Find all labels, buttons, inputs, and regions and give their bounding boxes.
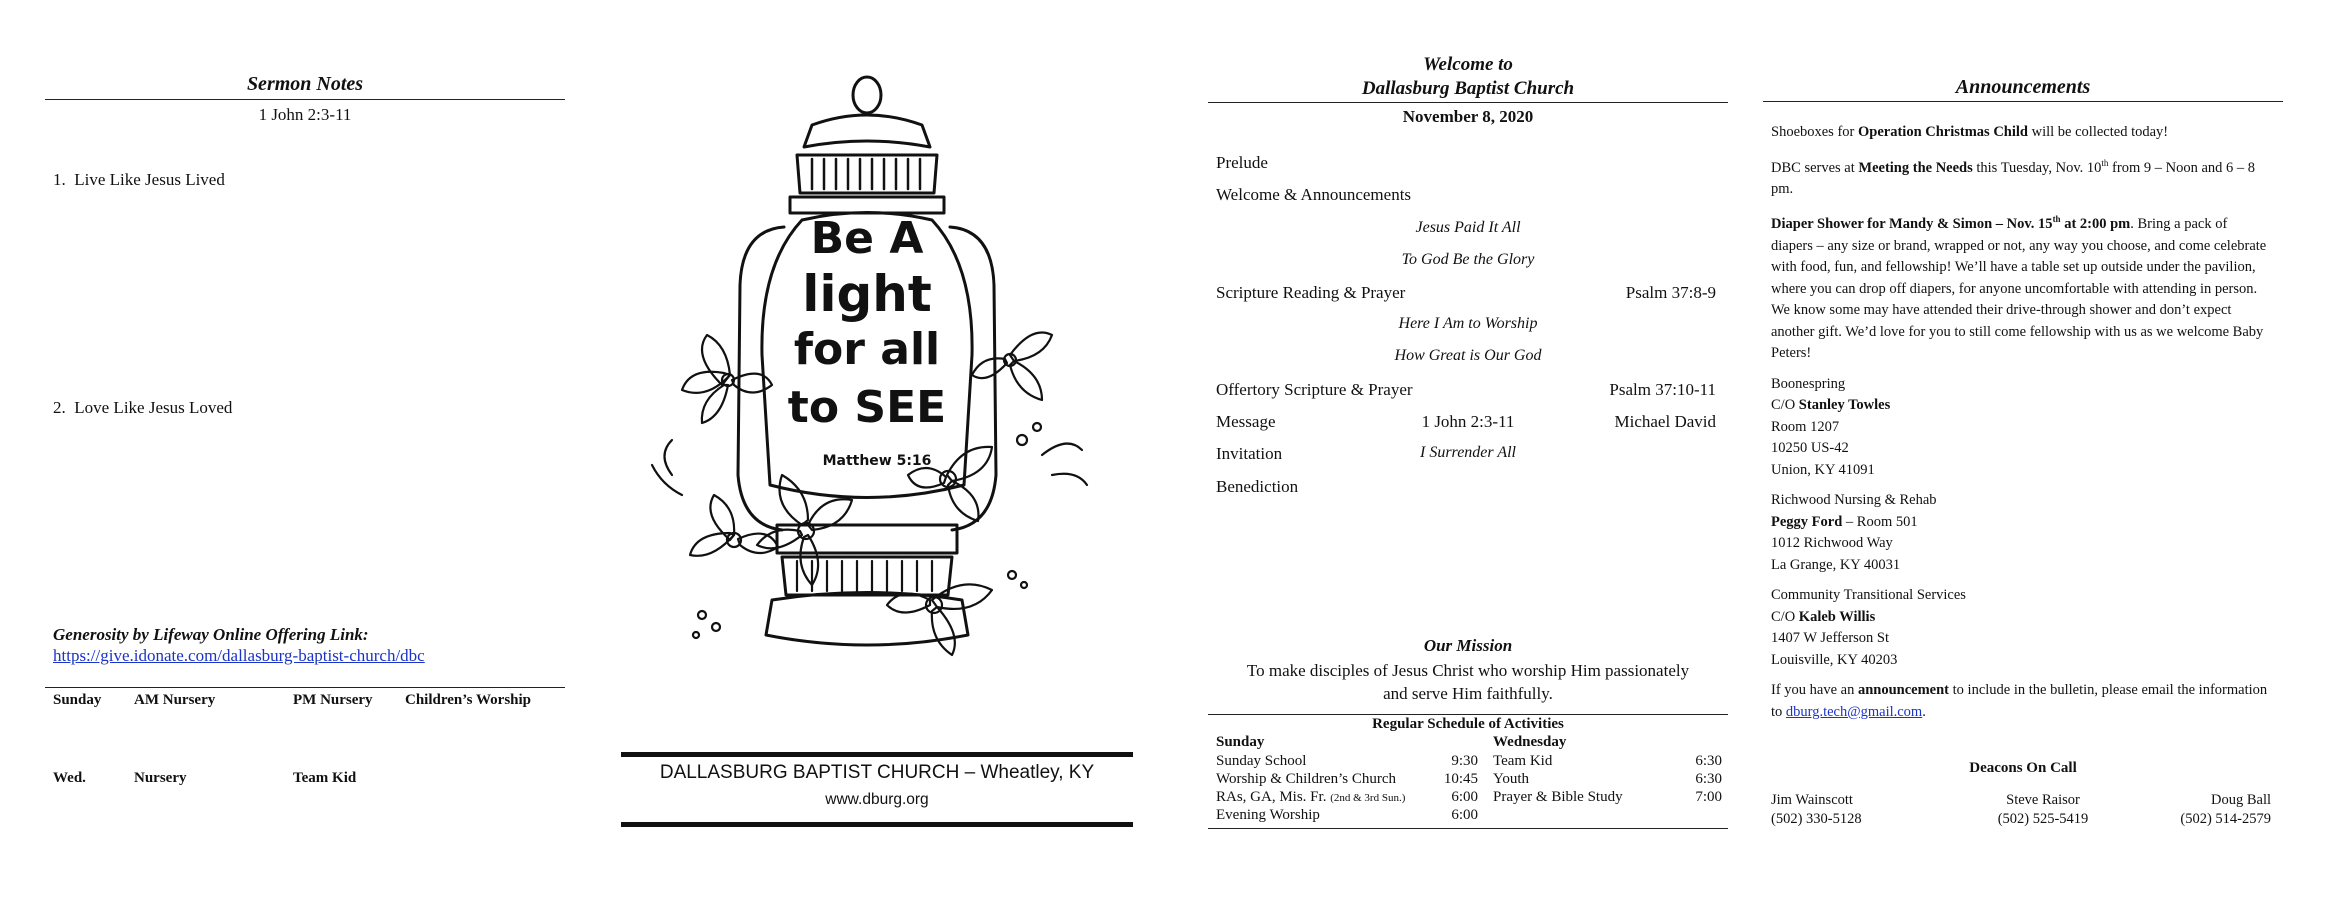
sunday-item-name: Evening Worship (1216, 807, 1320, 823)
sunday-item-row: RAs, GA, Mis. Fr. (2nd & 3rd Sun.) (1216, 789, 1405, 806)
sermon-notes-rule (45, 99, 565, 100)
sunday-item-time: 6:00 (1451, 789, 1478, 805)
sunday-item-time: 6:00 (1451, 807, 1478, 823)
lantern-art-line-2: light (802, 265, 932, 323)
invitation-song: I Surrender All (1420, 444, 1516, 461)
lantern-art-line-4: to SEE (787, 382, 947, 433)
email-link[interactable]: dburg.tech@gmail.com (1785, 703, 1923, 720)
welcome-rule (1208, 102, 1728, 103)
wednesday-item-time: 7:00 (1695, 789, 1722, 805)
wednesday-item-name: Youth (1493, 771, 1529, 787)
sunday-item-time: 10:45 (1443, 771, 1478, 787)
deacon-phone: (502) 330-5128 (1771, 811, 1862, 827)
scripture-reading-prayer: Scripture Reading & Prayer (1216, 283, 1406, 302)
lantern-art-line-3: for all (793, 324, 941, 375)
lantern-svg (650, 75, 1089, 657)
message-reference: 1 John 2:3-11 (1421, 412, 1515, 431)
wednesday-item-time: 6:30 (1695, 753, 1722, 769)
cover-top-rule (621, 752, 1133, 757)
welcome-church-name: Dallasburg Baptist Church (1361, 78, 1575, 99)
deacon-name: Doug Ball (2210, 792, 2271, 808)
meeting-needs-announcement: DBC serves at Meeting the Needs this Tue… (1771, 157, 2255, 197)
deacon-phone: (502) 525-5419 (1997, 811, 2089, 827)
deacons-title: Deacons On Call (1969, 760, 2077, 776)
wednesday-item-name: Prayer & Bible Study (1493, 789, 1623, 805)
sunday-item-name: Worship & Children’s Church (1216, 771, 1397, 787)
church-website[interactable]: www.dburg.org (825, 791, 929, 808)
lantern-art-line-1: Be A (810, 213, 924, 264)
welcome-line-1: Welcome to (1423, 54, 1513, 75)
team-kid-label: Team Kid (293, 770, 357, 786)
announcements-title: Announcements (1955, 76, 2091, 98)
sunday-item-time: 9:30 (1451, 753, 1478, 769)
diaper-shower-announcement: Diaper Shower for Mandy & Simon – Nov. 1… (1771, 214, 2267, 362)
occ-announcement: Shoeboxes for Operation Christmas Child … (1771, 124, 2169, 140)
giving-label: Generosity by Lifeway Online Offering Li… (53, 625, 369, 644)
cover-bottom-rule (621, 822, 1133, 827)
sermon-notes-title: Sermon Notes (246, 73, 364, 95)
lantern-art-reference: Matthew 5:16 (822, 453, 932, 469)
song-to-god-be-the-glory: To God Be the Glory (1401, 251, 1535, 268)
announcements-rule (1763, 101, 2283, 102)
church-name-line: DALLASBURG BAPTIST CHURCH – Wheatley, KY (659, 762, 1095, 783)
wednesday-item-name: Team Kid (1493, 753, 1553, 769)
schedule-bottom-rule (1208, 828, 1728, 829)
nursery-am-label: AM Nursery (134, 692, 216, 708)
wednesday-item-time: 6:30 (1695, 771, 1722, 787)
service-date: November 8, 2020 (1402, 107, 1534, 126)
song-jesus-paid-it-all: Jesus Paid It All (1415, 219, 1521, 236)
offertory-reference: Psalm 37:10-11 (1609, 380, 1716, 399)
wed-nursery-label: Nursery (134, 770, 187, 786)
sermon-point-1: 1. Live Like Jesus Lived (53, 170, 225, 189)
song-here-i-am-to-worship: Here I Am to Worship (1398, 315, 1538, 332)
welcome-announcements: Welcome & Announcements (1216, 185, 1412, 204)
deacon-name: Steve Raisor (2006, 792, 2080, 808)
invitation: Invitation (1216, 444, 1283, 463)
nursery-pm-label: PM Nursery (293, 692, 373, 708)
message-speaker: Michael David (1614, 412, 1717, 431)
schedule-wednesday-header: Wednesday (1493, 734, 1567, 750)
nursery-day-wed: Wed. (53, 770, 86, 786)
mission-line-1: To make disciples of Jesus Christ who wo… (1246, 661, 1690, 680)
nursery-day-sunday: Sunday (53, 692, 102, 708)
mission-title: Our Mission (1423, 636, 1513, 655)
schedule-top-rule (1208, 714, 1728, 715)
schedule-title: Regular Schedule of Activities (1372, 716, 1564, 732)
announcements-body: Shoeboxes for Operation Christmas Child … (1771, 122, 2271, 732)
scripture-reference: Psalm 37:8-9 (1625, 283, 1716, 302)
deacon-phone: (502) 514-2579 (2180, 811, 2271, 827)
offertory-scripture-prayer: Offertory Scripture & Prayer (1216, 380, 1413, 399)
mission-line-2: and serve Him faithfully. (1383, 684, 1553, 703)
sermon-point-2: 2. Love Like Jesus Loved (53, 398, 233, 417)
benediction: Benediction (1216, 477, 1299, 496)
schedule-sunday-header: Sunday (1216, 734, 1265, 750)
song-how-great-is-our-god: How Great is Our God (1394, 347, 1542, 364)
message: Message (1216, 412, 1276, 431)
sunday-item-name: RAs, GA, Mis. Fr. (1216, 789, 1327, 805)
email-announcement: If you have an announcement to include i… (1771, 682, 2268, 720)
giving-link[interactable]: https://give.idonate.com/dallasburg-bapt… (53, 646, 425, 665)
sunday-item-name: Sunday School (1216, 753, 1307, 769)
childrens-worship-label: Children’s Worship (405, 692, 532, 708)
nursery-rule (45, 687, 565, 688)
deacon-name: Jim Wainscott (1771, 792, 1853, 808)
lantern-illustration: Be A light for all to SEE Matthew 5:16 (612, 55, 1122, 675)
sunday-item-note: (2nd & 3rd Sun.) (1330, 792, 1406, 804)
sermon-scripture: 1 John 2:3-11 (258, 105, 352, 124)
prelude: Prelude (1216, 153, 1268, 172)
